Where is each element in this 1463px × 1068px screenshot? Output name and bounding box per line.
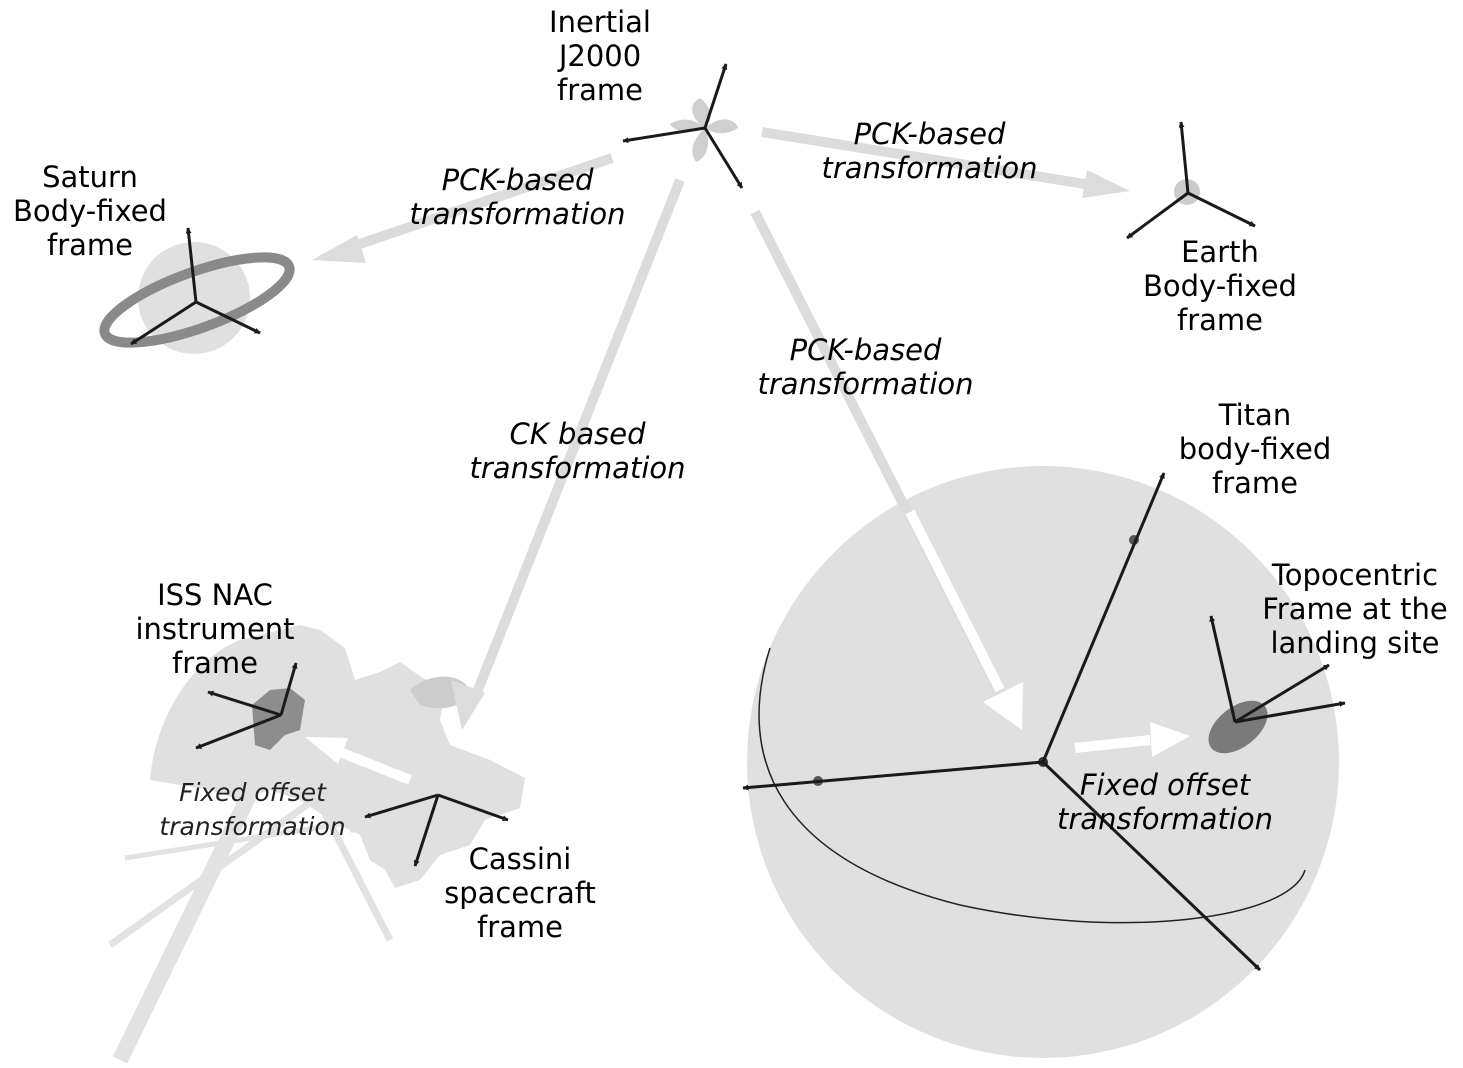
topocentric-frame-label: Topocentric Frame at the landing site: [1262, 558, 1448, 660]
topocentric-axes: [1209, 615, 1346, 724]
iss-nac-axes: [195, 662, 298, 750]
saturn-planet: [99, 242, 295, 354]
iss-nac-frame-label: ISS NAC instrument frame: [135, 578, 295, 680]
connector-arrows: [305, 127, 1190, 785]
titan-transformation-label: PCK-based transformation: [757, 333, 974, 401]
inertial-frame-label: Inertial J2000 frame: [549, 5, 651, 107]
titan-axes: [742, 472, 1262, 972]
inertial-axes: [622, 63, 744, 189]
saturn-axes: [130, 227, 261, 346]
titan-frame-label: Titan body-fixed frame: [1178, 398, 1332, 500]
earth-axes: [1126, 121, 1256, 240]
earth-frame-label: Earth Body-fixed frame: [1143, 235, 1297, 337]
saturn-frame-label: Saturn Body-fixed frame: [13, 160, 167, 262]
cassini-axes: [364, 793, 509, 867]
earth-transformation-label: PCK-based transformation: [821, 117, 1038, 185]
iss-offset-transformation-label: Fixed offset transformation: [159, 778, 346, 841]
saturn-transformation-label: PCK-based transformation: [409, 163, 626, 231]
inertial-star-icon: [670, 98, 738, 162]
cassini-transformation-label: CK based transformation: [469, 417, 686, 485]
topocentric-offset-transformation-label: Fixed offset transformation: [1057, 768, 1273, 836]
cassini-frame-label: Cassini spacecraft frame: [444, 842, 596, 944]
landing-site: [1208, 700, 1268, 754]
